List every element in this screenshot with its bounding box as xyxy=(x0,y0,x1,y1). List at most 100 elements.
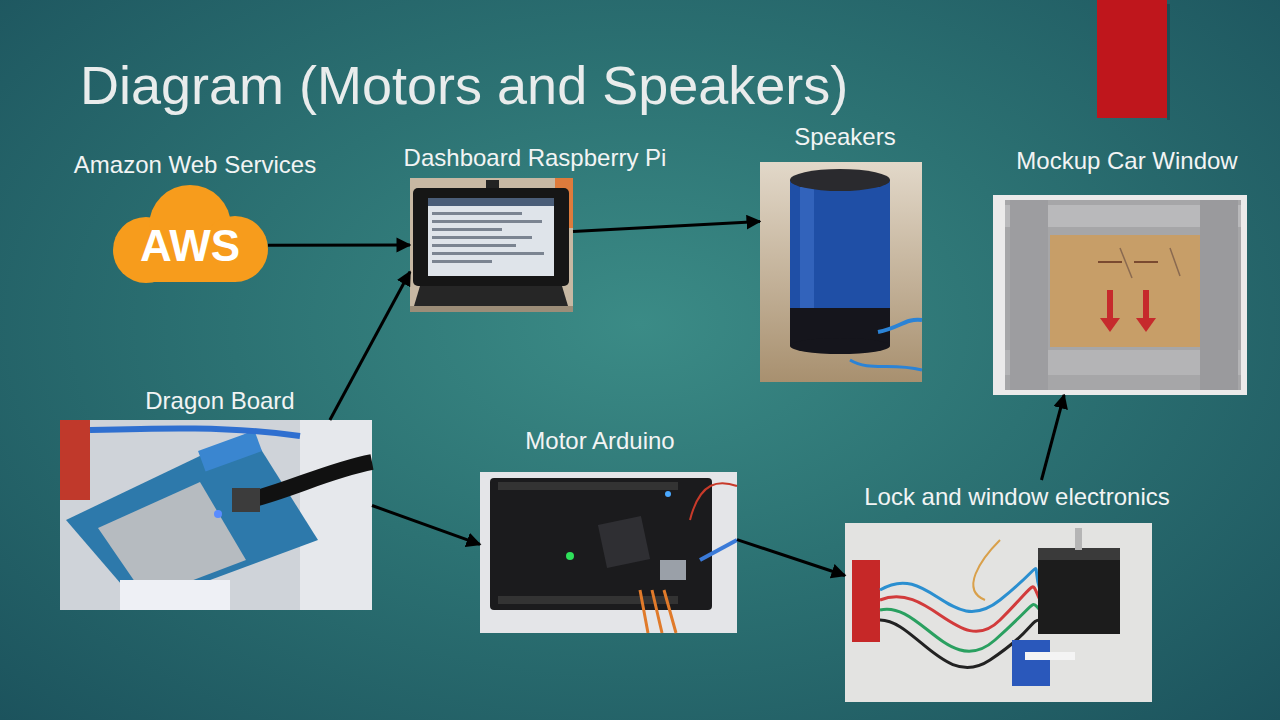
speaker-photo-part xyxy=(790,338,890,354)
dashboard-photo-part xyxy=(410,306,573,312)
board-photo-part xyxy=(120,580,230,610)
text-wrap: Motor Arduino xyxy=(525,427,674,455)
board-photo-part xyxy=(198,430,262,471)
arduino-photo-part xyxy=(640,590,676,633)
node-heading: Motor Arduino xyxy=(525,427,674,455)
board-photo-part xyxy=(66,432,318,606)
node-heading: Lock and window electronics xyxy=(864,483,1170,511)
dashboard-photo-part xyxy=(414,286,568,306)
slide-title: Diagram (Motors and Speakers) xyxy=(80,54,848,116)
speaker-photo-part xyxy=(790,180,890,310)
speaker-photo-part xyxy=(760,162,922,382)
electronics-photo-part xyxy=(1025,652,1075,660)
dashboard-photo-part xyxy=(432,260,492,263)
board-photo-part xyxy=(214,510,222,518)
arduino-photo-part xyxy=(690,483,737,520)
board-photo-part xyxy=(60,420,372,610)
electronics-photo-part xyxy=(1012,640,1050,686)
arrow-connector xyxy=(573,221,760,231)
device-node: Dashboard Raspberry Pi xyxy=(410,178,573,312)
arduino-photo-part xyxy=(598,516,650,568)
board-photo-part xyxy=(60,420,90,500)
text-wrap: Mockup Car Window xyxy=(1016,147,1237,175)
speaker-photo-part xyxy=(790,169,890,191)
dashboard-photo-part xyxy=(410,178,573,312)
text-wrap: Speakers xyxy=(794,123,895,151)
arduino-photo-part xyxy=(665,491,671,497)
board-photo xyxy=(60,420,372,610)
arduino-photo-part xyxy=(566,552,574,560)
arduino-photo-part xyxy=(480,472,737,633)
arduino-photo-part xyxy=(660,560,686,580)
node-heading: Amazon Web Services xyxy=(74,151,316,179)
arrow-connector xyxy=(1041,395,1064,480)
window-photo-part xyxy=(1136,318,1156,332)
dashboard-photo-part xyxy=(428,198,554,206)
device-node: Lock and window electronics xyxy=(845,480,1152,702)
speaker-photo xyxy=(760,162,922,382)
dashboard-photo-part xyxy=(432,236,532,239)
device-node: Motor Arduino xyxy=(480,472,737,633)
dashboard-photo-part xyxy=(413,188,569,286)
device-node: Mockup Car Window xyxy=(993,195,1247,395)
electronics-photo-part xyxy=(973,540,1000,600)
accent-shadow xyxy=(1167,4,1170,120)
electronics-photo-part xyxy=(852,560,880,642)
window-photo-part xyxy=(1143,290,1149,320)
text-wrap: AWS xyxy=(140,221,240,272)
window-photo-part xyxy=(1120,248,1180,278)
device-node: Speakers xyxy=(760,162,922,382)
arrow-connector xyxy=(737,540,845,576)
title-wrap: Diagram (Motors and Speakers) xyxy=(80,54,848,116)
dashboard-photo xyxy=(410,178,573,312)
node-heading: Mockup Car Window xyxy=(1016,147,1237,175)
window-photo-part xyxy=(993,195,1247,395)
window-photo xyxy=(993,195,1247,395)
dashboard-photo-part xyxy=(432,220,542,223)
window-photo-part xyxy=(1098,261,1158,263)
window-photo-part xyxy=(1005,200,1241,390)
arduino-photo-part xyxy=(498,482,678,490)
text-wrap: Dashboard Raspberry Pi xyxy=(404,144,667,172)
electronics-photo-part xyxy=(880,587,1040,632)
arrow-connector xyxy=(372,506,480,545)
board-photo-part xyxy=(232,488,260,512)
node-heading: Speakers xyxy=(794,123,895,151)
electronics-photo-part xyxy=(1075,528,1082,550)
arduino-photo xyxy=(480,472,737,633)
arduino-photo-part xyxy=(498,596,678,604)
logo-text: AWS xyxy=(140,221,240,272)
node-heading: Dragon Board xyxy=(145,387,294,415)
electronics-photo-part xyxy=(845,523,1152,702)
node-heading: Dashboard Raspberry Pi xyxy=(404,144,667,172)
speaker-photo-part xyxy=(878,320,922,332)
text-wrap: Amazon Web Services xyxy=(74,151,316,179)
window-photo-part xyxy=(1010,200,1048,390)
dashboard-photo-part xyxy=(432,212,522,215)
arduino-photo-part xyxy=(700,540,737,560)
dashboard-photo-part xyxy=(432,244,516,247)
window-photo-part xyxy=(1107,290,1113,320)
arrow-connector xyxy=(330,272,410,420)
window-photo-part xyxy=(1050,235,1200,347)
electronics-photo-part xyxy=(1038,548,1120,634)
text-wrap: Dragon Board xyxy=(145,387,294,415)
window-photo-part xyxy=(1200,200,1238,390)
board-photo-part xyxy=(300,420,372,610)
speaker-photo-part xyxy=(800,180,814,310)
accent-bar xyxy=(1097,0,1167,118)
cloud-node: Amazon Web ServicesAWS xyxy=(112,185,268,282)
window-photo-part xyxy=(1100,318,1120,332)
speaker-photo-part xyxy=(850,360,922,370)
dashboard-photo-part xyxy=(432,252,544,255)
dashboard-photo-part xyxy=(428,198,554,276)
board-photo-part xyxy=(90,428,300,436)
arrow-connector xyxy=(268,244,410,247)
arduino-photo-part xyxy=(490,478,712,610)
cloud-logo xyxy=(113,185,268,283)
board-photo-part xyxy=(250,462,372,500)
dashboard-photo-part xyxy=(432,228,502,231)
device-node: Dragon Board xyxy=(60,420,372,610)
electronics-photo xyxy=(845,523,1152,702)
